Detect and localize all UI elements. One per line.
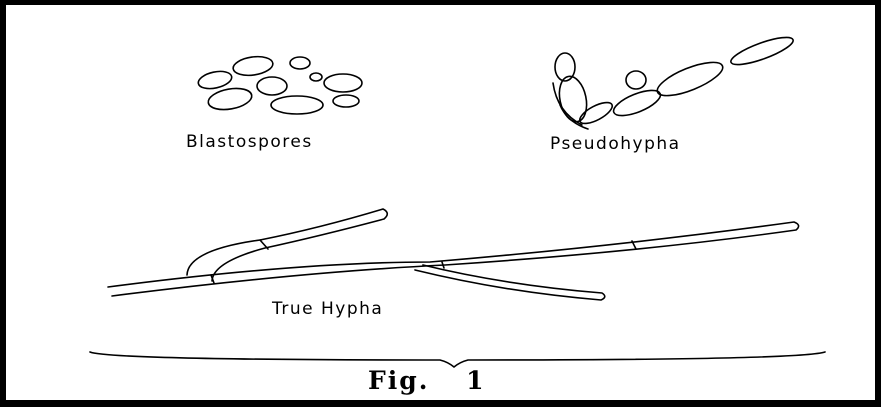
hypha-septum — [210, 274, 215, 284]
hypha-septum — [441, 261, 445, 269]
blastospore-cell — [256, 76, 288, 96]
pseudohypha-cell — [578, 101, 614, 125]
blastospore-cell — [270, 95, 324, 115]
pseudohypha-cell — [558, 75, 588, 123]
true-hypha-label: True Hypha — [272, 299, 384, 319]
pseudohypha-cell — [554, 52, 576, 82]
blastospore-cell — [332, 94, 360, 108]
figure-caption-prefix: Fig. — [368, 366, 430, 395]
pseudohypha-stalk — [552, 82, 583, 126]
blastospore-cell — [309, 72, 323, 82]
blastospore-cell — [207, 87, 253, 111]
pseudohypha-cell — [612, 89, 662, 117]
pseudohypha-cell — [730, 36, 794, 66]
hypha-upper-branch — [186, 208, 389, 282]
hypha-lower-branch — [414, 264, 606, 301]
pseudohypha-cell — [625, 70, 647, 90]
blastospore-cell — [323, 73, 363, 93]
hypha-septum — [259, 239, 269, 250]
blastospores-label: Blastospores — [186, 132, 313, 152]
figure-caption-number: 1 — [466, 366, 486, 395]
blastospores-drawing — [197, 55, 363, 115]
pseudohypha-label: Pseudohypha — [550, 134, 681, 154]
pseudohypha-drawing — [552, 36, 794, 130]
figure-caption: Fig. 1 — [368, 366, 486, 395]
caption-bracket — [89, 351, 826, 368]
hypha-septum — [631, 240, 637, 250]
blastospore-cell — [232, 55, 274, 77]
blastospore-cell — [289, 56, 311, 70]
hypha-main-wall — [107, 221, 800, 297]
true-hypha-drawing — [107, 208, 800, 301]
blastospore-cell — [197, 70, 233, 90]
pseudohypha-cell — [656, 61, 724, 97]
